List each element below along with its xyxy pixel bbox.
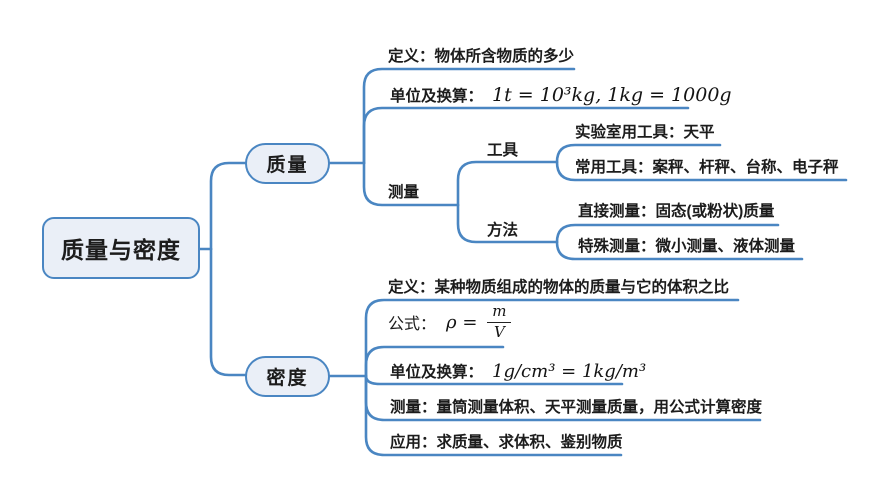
connector-mass-measure: [362, 161, 460, 207]
topic-density-definition[interactable]: 定义：某种物质组成的物体的质量与它的体积之比: [388, 279, 730, 296]
connector-density-application: [364, 374, 623, 457]
connector-measure-methods: [456, 203, 559, 244]
topic-mass-measure[interactable]: 测量: [388, 184, 420, 201]
fraction-denominator: V: [493, 323, 505, 341]
topic-lab-tool[interactable]: 实验室用工具：天平: [575, 124, 715, 141]
topic-mass-unit-conversion[interactable]: 单位及换算： 1t = 10³kg, 1kg = 1000g: [390, 84, 732, 107]
fraction-numerator: m: [492, 302, 507, 320]
connector-root-density: [209, 247, 247, 377]
connector-measure-tools: [456, 160, 559, 207]
connector-methods-direct: [555, 223, 780, 244]
connector-tools-lab: [555, 143, 722, 164]
density-node-label: 密度: [266, 368, 309, 389]
branch-node-density[interactable]: 密度: [245, 356, 330, 397]
density-unit-formula: 1g/cm³ = 1kg/m³: [492, 361, 647, 382]
density-formula-lhs: ρ =: [446, 311, 478, 333]
density-formula-label: 公式：: [388, 316, 437, 333]
mass-unit-formula: 1t = 10³kg, 1kg = 1000g: [492, 84, 732, 106]
topic-density-formula[interactable]: 公式： ρ = m V: [388, 300, 512, 344]
topic-measure-tools[interactable]: 工具: [487, 142, 519, 159]
fraction-bar: [487, 321, 512, 323]
connector-tools-common: [555, 160, 848, 182]
density-unit-label: 单位及换算：: [390, 364, 484, 381]
topic-density-unit-conversion[interactable]: 单位及换算： 1g/cm³ = 1kg/m³: [390, 361, 646, 383]
connector-density-definition: [364, 298, 740, 378]
connector-methods-special: [555, 240, 804, 261]
root-node-label: 质量与密度: [61, 237, 181, 263]
connector-mass-definition: [362, 67, 576, 165]
topic-density-application[interactable]: 应用：求质量、求体积、鉴别物质: [390, 434, 623, 451]
root-node-mass-and-density[interactable]: 质量与密度: [42, 217, 200, 279]
topic-direct-measure[interactable]: 直接测量：固态(或粉状)质量: [578, 203, 775, 220]
branch-node-mass[interactable]: 质量: [245, 143, 330, 184]
connector-density-formula: [364, 345, 505, 378]
mass-unit-label: 单位及换算：: [390, 88, 484, 105]
connector-root-mass: [209, 161, 247, 251]
mass-node-label: 质量: [266, 155, 309, 176]
topic-common-tools[interactable]: 常用工具：案秤、杆秤、台称、电子秤: [575, 159, 839, 176]
topic-special-measure[interactable]: 特殊测量：微小测量、液体测量: [578, 238, 796, 255]
connector-group: [198, 67, 848, 457]
density-formula-fraction: m V: [487, 302, 512, 341]
topic-measure-methods[interactable]: 方法: [487, 222, 519, 239]
topic-density-measure[interactable]: 测量：量筒测量体积、天平测量质量，用公式计算密度: [390, 399, 763, 416]
topic-mass-definition[interactable]: 定义：物体所含物质的多少: [388, 48, 575, 65]
connector-mass-unit: [362, 106, 690, 165]
